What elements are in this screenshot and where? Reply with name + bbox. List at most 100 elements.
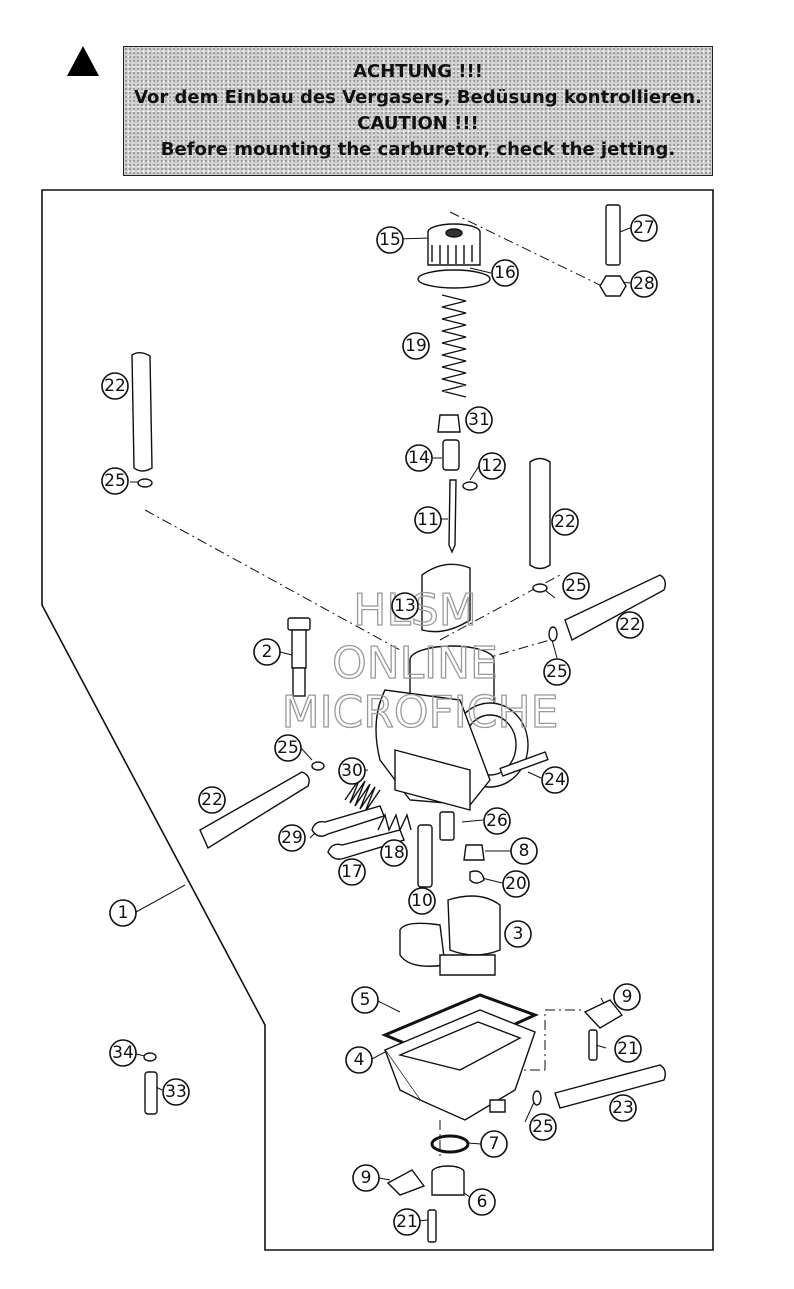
svg-text:14: 14: [408, 448, 430, 468]
svg-text:12: 12: [481, 456, 503, 476]
callout-11: 11: [414, 506, 442, 534]
slide-spring: [441, 294, 467, 398]
cap-gasket: [417, 269, 491, 289]
svg-text:4: 4: [354, 1050, 365, 1070]
svg-text:15: 15: [379, 230, 401, 250]
callout-15: 15: [376, 226, 404, 254]
svg-text:22: 22: [619, 615, 641, 635]
small-pin: [144, 1071, 158, 1115]
callout-25-left: 25: [101, 467, 129, 495]
warning-notice: ACHTUNG !!! Vor dem Einbau des Vergasers…: [123, 46, 713, 176]
carburetor-body: [375, 645, 529, 811]
svg-text:21: 21: [617, 1039, 639, 1059]
adjuster-nut: [599, 275, 627, 297]
svg-text:30: 30: [341, 761, 363, 781]
callout-14: 14: [405, 444, 433, 472]
float: [399, 895, 501, 976]
callout-28: 28: [630, 270, 658, 298]
warning-text-de: Vor dem Einbau des Vergasers, Bedüsung k…: [134, 87, 702, 108]
svg-text:2: 2: [262, 642, 273, 662]
svg-text:16: 16: [494, 263, 516, 283]
needle-jet: [417, 824, 433, 888]
small-o-ring: [143, 1052, 157, 1062]
pilot-jet: [439, 811, 455, 841]
callout-3: 3: [504, 920, 532, 948]
svg-text:3: 3: [513, 924, 524, 944]
svg-text:19: 19: [405, 336, 427, 356]
hose-clip: [311, 761, 325, 771]
hose-bracket: [386, 1169, 426, 1196]
watermark-line-3: MICROFICHE: [282, 687, 559, 738]
svg-text:1: 1: [118, 903, 129, 923]
hose-clip: [548, 626, 558, 642]
mixture-spring: [377, 812, 412, 833]
svg-text:8: 8: [519, 841, 530, 861]
idle-screw: [287, 617, 311, 697]
callout-10: 10: [408, 887, 436, 915]
callout-20: 20: [502, 870, 530, 898]
callout-8: 8: [510, 837, 538, 865]
callout-30: 30: [338, 757, 366, 785]
overflow-tube: [499, 751, 549, 777]
callout-34: 34: [109, 1039, 137, 1067]
needle-holder: [442, 439, 460, 471]
cable-adjuster: [605, 204, 621, 266]
vent-hose-left: [131, 352, 153, 472]
alignment-lines: [144, 211, 611, 1160]
needle-retainer: [437, 414, 461, 433]
svg-text:25: 25: [277, 738, 299, 758]
callout-25-upper-right: 25: [562, 572, 590, 600]
svg-text:26: 26: [486, 811, 508, 831]
svg-text:9: 9: [361, 1168, 372, 1188]
svg-text:5: 5: [360, 990, 371, 1010]
callout-1: 1: [109, 899, 137, 927]
callout-22-left: 22: [101, 372, 129, 400]
callout-22-lower: 22: [198, 786, 226, 814]
vent-hose-lower: [199, 771, 310, 850]
needle-clip: [462, 481, 478, 491]
float-bowl: [383, 1009, 536, 1121]
callout-29: 29: [278, 824, 306, 852]
svg-text:13: 13: [394, 596, 416, 616]
svg-text:9: 9: [622, 987, 633, 1007]
callout-7: 7: [480, 1130, 508, 1158]
svg-text:25: 25: [532, 1117, 554, 1137]
svg-text:24: 24: [544, 770, 566, 790]
warning-text-en: Before mounting the carburetor, check th…: [160, 139, 676, 160]
callout-31: 31: [465, 406, 493, 434]
callout-9-top: 9: [613, 983, 641, 1011]
throttle-slide: [421, 563, 471, 633]
svg-text:7: 7: [489, 1134, 500, 1154]
callout-27: 27: [630, 214, 658, 242]
air-screw: [311, 805, 385, 837]
svg-text:29: 29: [281, 828, 303, 848]
hose-clip: [532, 583, 548, 593]
svg-text:34: 34: [112, 1043, 134, 1063]
svg-text:28: 28: [633, 274, 655, 294]
callout-25-right: 25: [543, 658, 571, 686]
svg-text:33: 33: [165, 1082, 187, 1102]
callout-16: 16: [491, 259, 519, 287]
callout-23: 23: [609, 1094, 637, 1122]
svg-text:6: 6: [477, 1192, 488, 1212]
svg-text:25: 25: [565, 576, 587, 596]
callout-25-bottom: 25: [529, 1113, 557, 1141]
drain-o-ring: [430, 1134, 470, 1154]
callout-13: 13: [391, 592, 419, 620]
hose-bracket: [583, 999, 624, 1029]
svg-text:27: 27: [633, 218, 655, 238]
watermark-line-2: ONLINE: [332, 638, 498, 689]
callout-25-lower: 25: [274, 734, 302, 762]
svg-text:22: 22: [554, 512, 576, 532]
drain-plug: [431, 1165, 465, 1196]
mixture-screw: [327, 829, 405, 860]
svg-text:22: 22: [201, 790, 223, 810]
svg-text:18: 18: [383, 843, 405, 863]
callout-5: 5: [351, 986, 379, 1014]
svg-text:23: 23: [612, 1098, 634, 1118]
idle-spring: [344, 777, 381, 813]
callout-21-bottom: 21: [393, 1208, 421, 1236]
callout-22-right: 22: [551, 508, 579, 536]
callout-33: 33: [162, 1078, 190, 1106]
main-jet: [463, 844, 485, 861]
